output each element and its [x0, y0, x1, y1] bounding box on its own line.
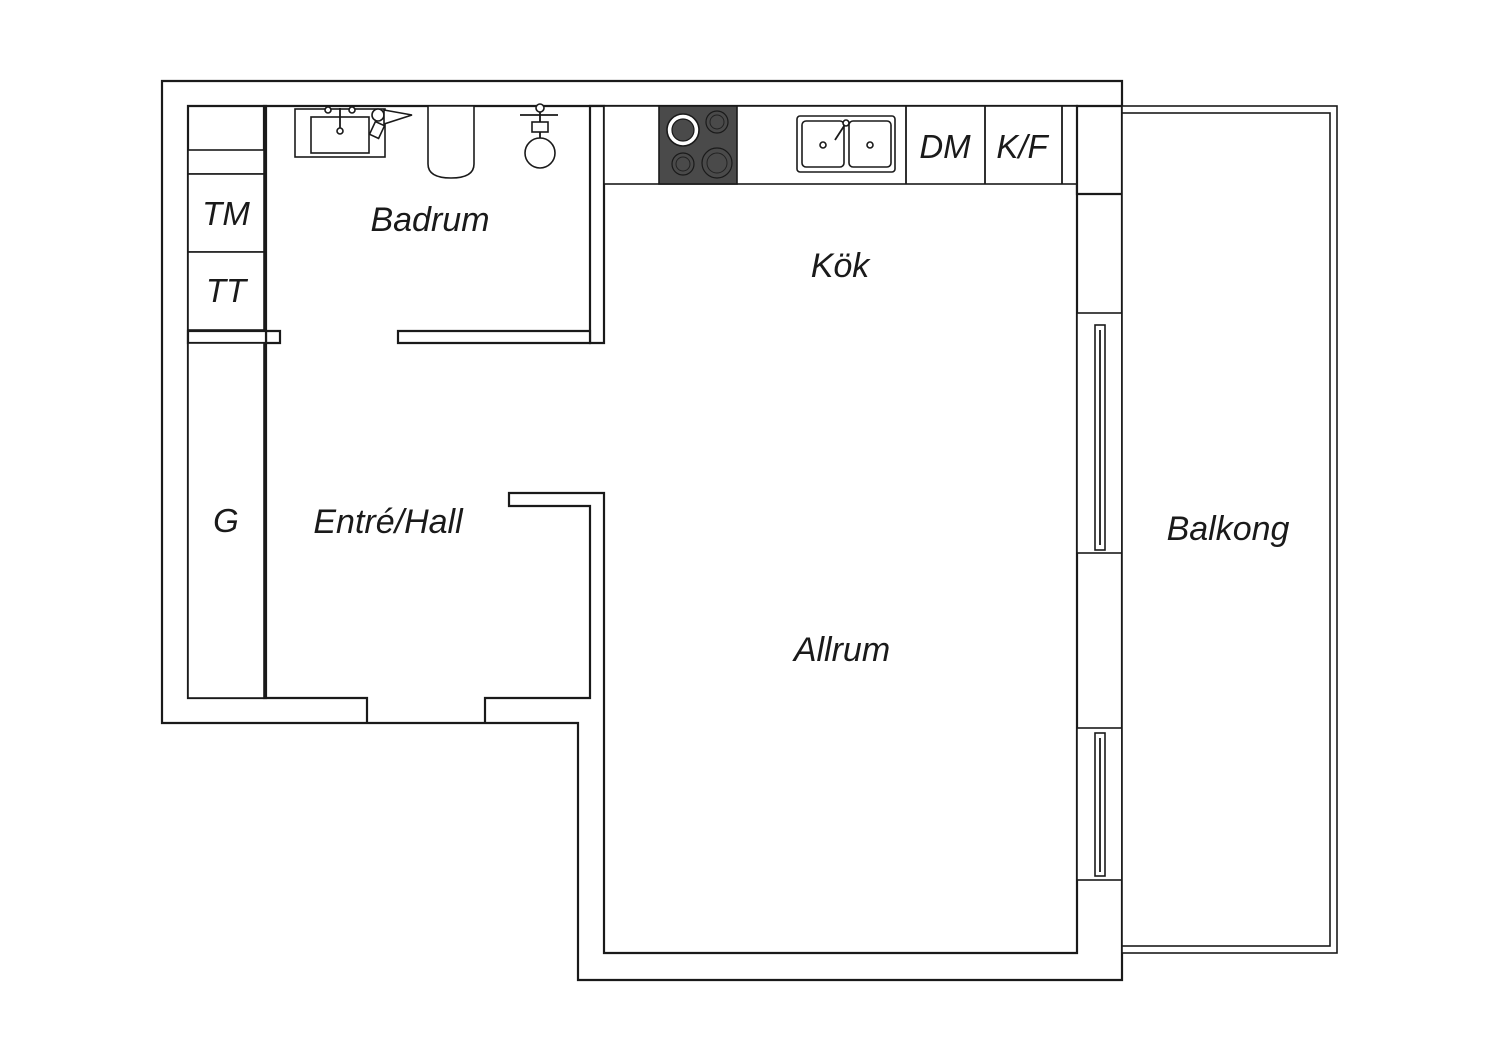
label-kok: Kök	[811, 247, 872, 285]
label-allrum: Allrum	[792, 631, 890, 669]
label-dm: DM	[919, 128, 971, 165]
kitchen-sink	[796, 115, 896, 173]
label-tt: TT	[206, 272, 249, 309]
label-tm: TM	[202, 195, 250, 232]
bathroom-wall-bottom-left	[264, 329, 282, 345]
label-badrum: Badrum	[370, 201, 489, 239]
label-g: G	[213, 502, 239, 539]
wardrobe-divider	[186, 329, 268, 345]
label-kf: K/F	[996, 128, 1049, 165]
toilet-fixture	[427, 105, 475, 179]
sink-fixture	[294, 106, 413, 158]
label-entre: Entré/Hall	[313, 503, 464, 541]
bathroom-wall-right	[588, 104, 606, 345]
kitchen-counter	[603, 104, 1124, 196]
bathroom-wall-bottom	[396, 329, 592, 345]
balcony	[1121, 105, 1338, 954]
window-lower	[1076, 727, 1123, 881]
exterior-walls	[160, 79, 1124, 982]
shower-fixture	[520, 103, 558, 169]
wardrobe-tm	[187, 173, 265, 253]
wardrobe-g	[187, 342, 265, 699]
label-balkong: Balkong	[1167, 510, 1290, 548]
window-upper	[1076, 312, 1123, 554]
wardrobe-top-shelf	[187, 149, 265, 175]
